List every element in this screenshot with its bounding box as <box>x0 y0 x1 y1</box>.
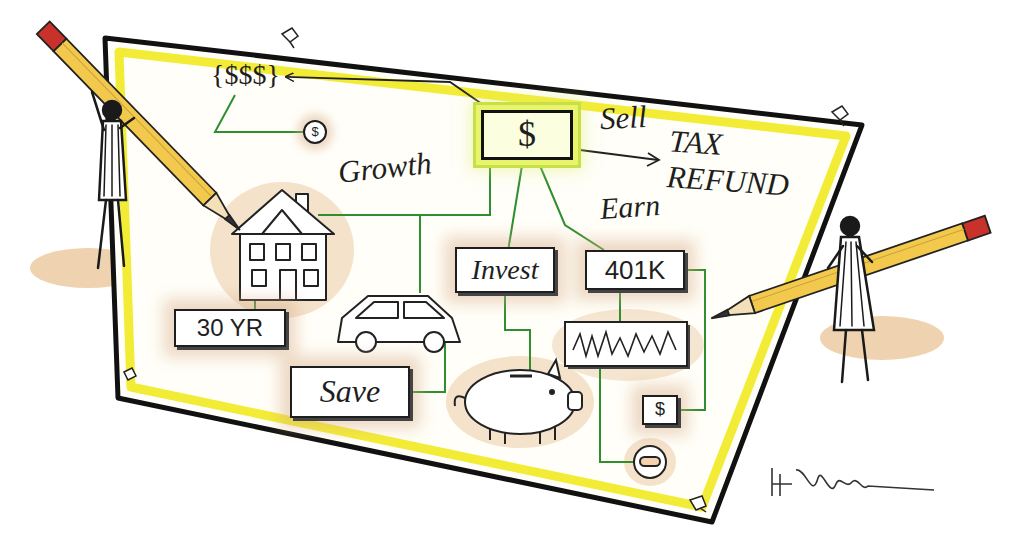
paper-sheet <box>105 38 862 522</box>
money-box: $ <box>481 110 573 160</box>
house <box>232 190 334 300</box>
stick-figure <box>828 217 874 382</box>
dollar-box: $ <box>642 395 678 425</box>
piggy-bank <box>455 360 582 444</box>
pencil <box>37 22 247 237</box>
stick-figure <box>92 92 134 268</box>
label-text: Earn <box>599 188 661 225</box>
coin-circle: $ <box>303 120 327 144</box>
network-connector <box>538 160 604 250</box>
node-text: 30 YR <box>197 315 263 341</box>
network-connector <box>509 160 523 247</box>
earn-label: Earn <box>599 188 661 226</box>
trend-chart <box>565 322 690 369</box>
growth-label: Growth <box>336 145 433 191</box>
label-text: Sell <box>599 99 647 136</box>
sell-arrow <box>580 150 659 166</box>
network-line <box>255 160 634 462</box>
node-text: $ <box>655 400 665 420</box>
node-text: $ <box>311 125 318 139</box>
invest-box: Invest <box>455 247 555 293</box>
arrow-connector <box>286 77 491 110</box>
paper-border <box>119 52 846 507</box>
label-text: Growth <box>336 145 433 190</box>
node-text: {$$$} <box>211 60 280 91</box>
pushpin <box>124 28 848 512</box>
term-box: 30 YR <box>174 309 286 347</box>
label-text: TAX REFUND <box>666 123 790 202</box>
halo <box>446 356 594 448</box>
node-text: Save <box>320 374 380 409</box>
pill-icon <box>634 446 666 478</box>
tax-refund-label: TAX REFUND <box>666 123 811 205</box>
retirement-box: 401K <box>585 250 685 290</box>
car <box>338 296 460 352</box>
halo <box>552 309 704 381</box>
network-connector <box>215 95 303 132</box>
save-box: Save <box>290 366 410 418</box>
node-text: 401K <box>605 256 666 285</box>
signature <box>772 468 934 496</box>
bracket-group: {$$$} <box>205 56 286 95</box>
network-connector <box>678 270 705 410</box>
node-text: $ <box>518 115 536 155</box>
node-text: Invest <box>472 255 539 286</box>
sell-label: Sell <box>599 99 647 137</box>
halo <box>210 182 354 318</box>
